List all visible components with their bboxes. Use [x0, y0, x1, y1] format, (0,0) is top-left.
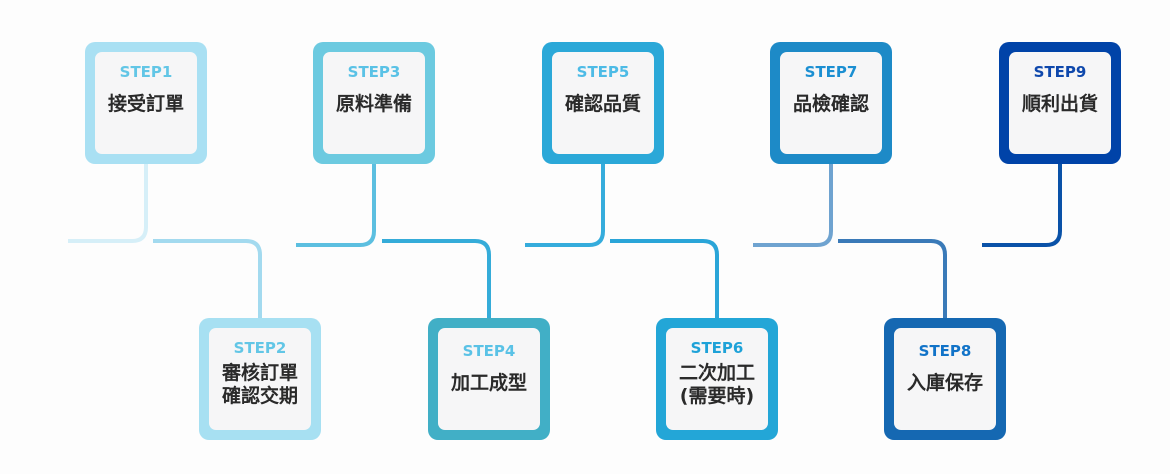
step-title: 二次加工 (需要時): [678, 362, 755, 407]
step-label: STEP8: [918, 342, 972, 360]
step-8-box: STEP8 入庫保存: [884, 318, 1006, 440]
step-9-box: STEP9 順利出貨: [999, 42, 1121, 164]
step-1-box: STEP1 接受訂單: [85, 42, 207, 164]
connector-line-step-6: [610, 239, 719, 318]
step-title: 確認品質: [564, 93, 641, 115]
step-label: STEP1: [119, 63, 173, 81]
step-5-box: STEP5 確認品質: [542, 42, 664, 164]
step-4-box: STEP4 加工成型: [428, 318, 550, 440]
step-label: STEP9: [1033, 63, 1087, 81]
step-title: 審核訂單 確認交期: [221, 362, 298, 407]
step-label: STEP7: [804, 63, 858, 81]
step-3-box: STEP3 原料準備: [313, 42, 435, 164]
step-title: 入庫保存: [906, 372, 983, 394]
step-label: STEP6: [690, 339, 744, 357]
step-2-box: STEP2 審核訂單 確認交期: [199, 318, 321, 440]
connector-line-step-8: [838, 239, 947, 318]
connector-line-step-5: [525, 164, 605, 247]
step-label: STEP3: [347, 63, 401, 81]
connector-line-step-2: [153, 239, 262, 318]
step-title: 接受訂單: [107, 93, 184, 115]
step-7-box: STEP7 品檢確認: [770, 42, 892, 164]
step-title: 品檢確認: [792, 93, 869, 115]
connector-line-step-4: [382, 239, 491, 318]
connector-line-step-1: [68, 164, 148, 243]
step-label: STEP5: [576, 63, 630, 81]
connector-line-step-3: [296, 164, 376, 247]
step-label: STEP4: [462, 342, 516, 360]
step-label: STEP2: [233, 339, 287, 357]
step-title: 加工成型: [450, 372, 527, 394]
connector-line-step-9: [982, 164, 1062, 247]
step-title: 順利出貨: [1021, 93, 1098, 115]
step-title: 原料準備: [335, 93, 412, 115]
connector-line-step-7: [753, 164, 833, 247]
step-6-box: STEP6 二次加工 (需要時): [656, 318, 778, 440]
